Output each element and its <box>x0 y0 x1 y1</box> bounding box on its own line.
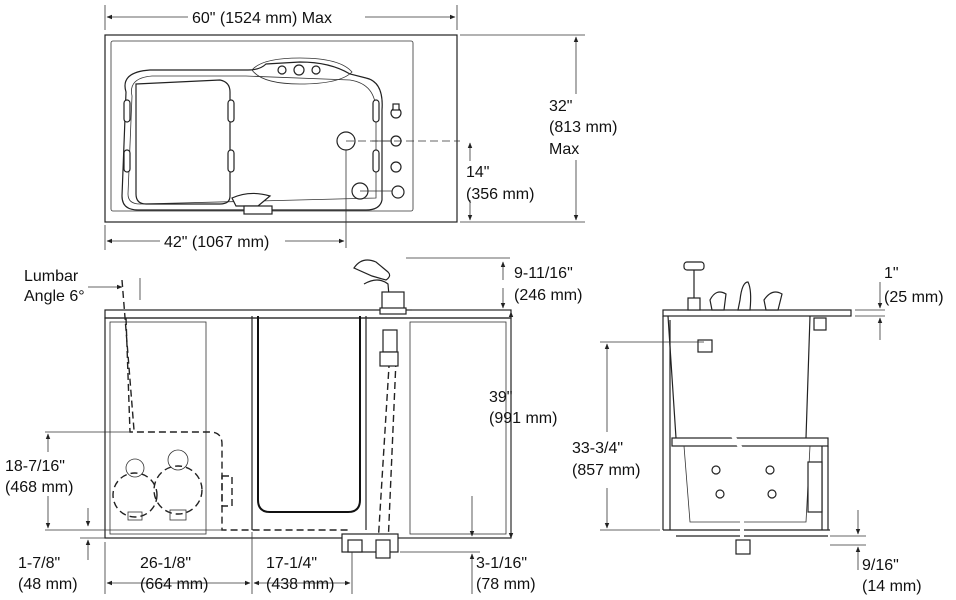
top-depth-label-3: Max <box>549 141 579 158</box>
side-deck-label-1: 1" <box>884 265 899 282</box>
front-deck <box>104 309 512 319</box>
side-deck-label-2: (25 mm) <box>884 289 944 306</box>
base-label-1: 1-7/8" <box>18 555 60 572</box>
side-height-label-1: 33-3/4" <box>572 440 623 457</box>
door-width-label-2: (438 mm) <box>266 576 334 593</box>
drain-height-label-2: (78 mm) <box>476 576 536 593</box>
seat-width-label-2: (664 mm) <box>140 576 208 593</box>
seat-height-label-2: (468 mm) <box>5 479 73 496</box>
top-depth-label-1: 32" <box>549 98 572 115</box>
lumbar-label-2: Angle 6° <box>24 288 85 305</box>
lumbar-label-1: Lumbar <box>24 268 79 285</box>
front-height-label-2: (991 mm) <box>489 410 557 427</box>
seat-height-label-1: 18-7/16" <box>5 458 65 475</box>
side-frame <box>671 437 829 447</box>
front-drain-plumbing <box>341 329 399 559</box>
top-depth-label-2: (813 mm) <box>549 119 617 136</box>
side-foot-label-2: (14 mm) <box>862 578 922 595</box>
spout-height-label-2: (246 mm) <box>514 287 582 304</box>
top-seat <box>135 79 231 205</box>
front-view: Lumbar Angle 6° <box>5 257 582 594</box>
top-width-label: 60" (1524 mm) Max <box>192 10 332 27</box>
side-height-label-2: (857 mm) <box>572 462 640 479</box>
front-shell <box>104 317 512 539</box>
front-pumps <box>112 449 233 521</box>
side-foot-label-1: 9/16" <box>862 557 899 574</box>
drain-height-label-1: 3-1/16" <box>476 555 527 572</box>
front-faucet <box>353 259 407 315</box>
base-label-2: (48 mm) <box>18 576 78 593</box>
top-basin <box>121 61 383 211</box>
top-drain-offset-label: 42" (1067 mm) <box>164 234 269 251</box>
front-height-label-1: 39" <box>489 389 512 406</box>
seat-width-label-1: 26-1/8" <box>140 555 191 572</box>
side-view: 1" (25 mm) 33-3/4" (857 mm) 9/16" (14 mm… <box>572 261 944 595</box>
top-drain-label-1: 14" <box>466 164 489 181</box>
door-width-label-1: 17-1/4" <box>266 555 317 572</box>
spout-height-label-1: 9-11/16" <box>514 265 573 282</box>
side-deck <box>662 309 852 317</box>
top-deck-outline <box>104 34 458 223</box>
front-door <box>257 316 361 513</box>
side-faucets <box>683 261 783 311</box>
top-view: 60" (1524 mm) Max <box>104 5 617 251</box>
top-drain-label-2: (356 mm) <box>466 186 534 203</box>
